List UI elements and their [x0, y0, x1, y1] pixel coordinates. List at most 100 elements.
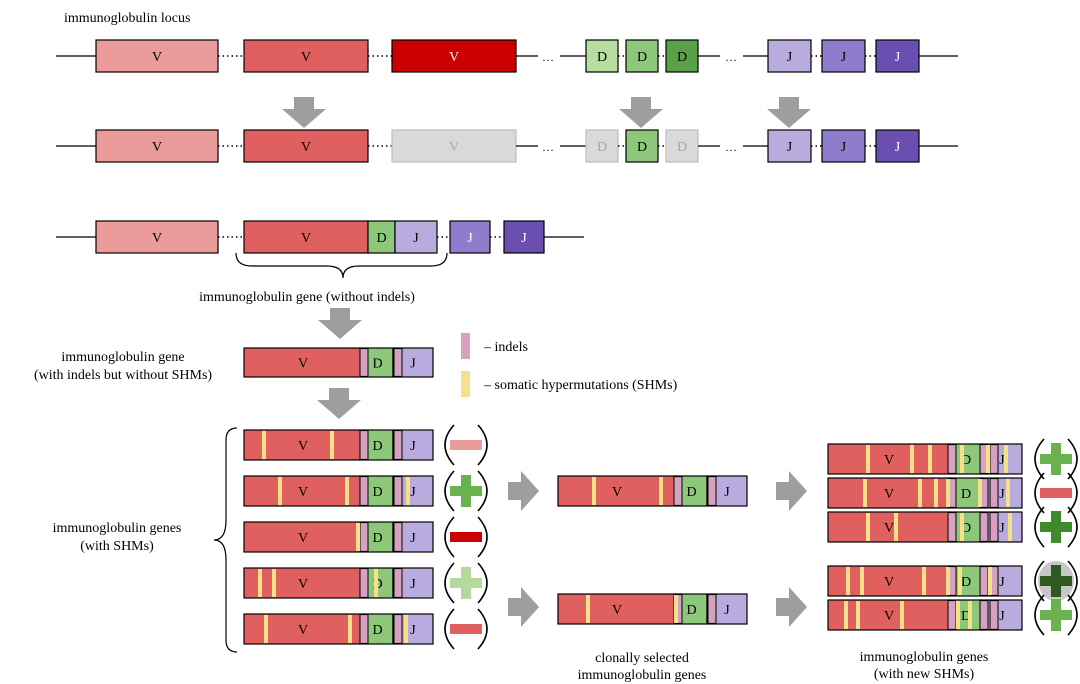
shm-gene-3-v-label: V: [298, 531, 308, 546]
d-segment-1: [585, 39, 619, 73]
d-segment-1-label: D: [597, 50, 607, 65]
shm-gene-2-d-label: D: [372, 485, 382, 500]
row2-d-segment-2-label: D: [637, 140, 647, 155]
row2-j-segment-2-label: J: [841, 140, 847, 155]
new-affinity-5-plus-icon: [1040, 599, 1072, 631]
row2-j-segment-1-label: J: [787, 140, 793, 155]
label-clonal-l2: immunoglobulin genes: [578, 668, 707, 683]
new-affinity-5-paren-left: [1034, 594, 1045, 636]
new-shm-gene-3-indel-2: [989, 512, 999, 542]
new-shm-gene-5-v-label: V: [884, 609, 894, 624]
new-shm-gene-2-v: [827, 477, 951, 509]
new-shm-gene-1-shm-4: [986, 445, 990, 473]
d-segment-2-label: D: [637, 50, 647, 65]
shm-gene-1-v-label: V: [298, 439, 308, 454]
affinity-1-paren-right: [477, 424, 488, 466]
new-shm-gene-3-shm-3: [1008, 513, 1012, 541]
affinity-3-paren-right: [477, 516, 488, 558]
new-shm-gene-2-v-label: V: [884, 487, 894, 502]
clonal-gene-1-v: [557, 475, 677, 507]
shm-gene-4-v-label: V: [298, 577, 308, 592]
shm-gene-4-indel-1: [393, 568, 403, 598]
shm-gene-3-indel-0: [359, 522, 369, 552]
row2-d-segment-1-inactive: [585, 129, 619, 163]
new-affinity-2-minus-icon: [1040, 488, 1072, 498]
clonal-gene-1-shm-1: [659, 477, 663, 505]
shm-gene-5-shm-1: [348, 615, 352, 643]
brace-gene-without-indels: [235, 252, 448, 279]
affinity-3-paren-left: [444, 516, 455, 558]
new-affinity-5-paren-right: [1067, 594, 1078, 636]
clonal-gene-2-shm-1: [674, 595, 678, 623]
new-shm-gene-3-v-label: V: [884, 521, 894, 536]
new-shm-gene-1-j-label: J: [999, 453, 1005, 468]
row3-j-segment-1: [394, 220, 438, 254]
legend-indel-swatch: [461, 333, 470, 359]
shm-gene-2-shm-2: [406, 477, 410, 505]
affinity-5-minus-icon: [450, 624, 482, 634]
j-segment-2-label: J: [841, 50, 847, 65]
row3-j-segment-3: [503, 220, 545, 254]
arrow-down-to-shms: [317, 388, 361, 419]
new-shm-gene-3-indel-1: [979, 512, 989, 542]
clonal-gene-1-j-label: J: [724, 485, 730, 500]
clonal-gene-1-indel-0: [673, 476, 683, 506]
clonal-gene-2-shm-0: [586, 595, 590, 623]
d-segment-3-label: D: [677, 50, 687, 65]
shm-gene-3-d-label: D: [372, 531, 382, 546]
affinity-4-paren-left: [444, 562, 455, 604]
new-shm-gene-4-shm-3: [946, 567, 950, 595]
clonal-gene-2-d-label: D: [686, 603, 696, 618]
new-shm-gene-1-shm-5: [1004, 445, 1008, 473]
new-shm-gene-5-shm-4: [968, 601, 972, 629]
new-shm-gene-5-indel-2: [989, 600, 999, 630]
clonal-gene-1-d-label: D: [686, 485, 696, 500]
shm-gene-4-shm-2: [374, 569, 378, 597]
shm-gene-1-d-label: D: [372, 439, 382, 454]
new-shm-gene-1-shm-2: [928, 445, 932, 473]
new-shm-gene-4-indel-1: [979, 566, 989, 596]
row2-v-segment-2-label: V: [301, 140, 311, 155]
row2-d-segment-1-inactive-label: D: [597, 140, 607, 155]
v-segment-3-label: V: [449, 50, 459, 65]
shm-gene-4-shm-1: [272, 569, 276, 597]
label-new-shms-l2: (with new SHMs): [874, 667, 975, 682]
locus-dots-2: …: [725, 50, 737, 64]
affinity-2-paren-left: [444, 470, 455, 512]
new-shm-gene-5-v: [827, 599, 951, 631]
new-shm-gene-2-indel-2: [989, 478, 999, 508]
v-segment-3: [391, 39, 517, 73]
row2-v-segment-1: [95, 129, 219, 163]
arrow-right-clonal-1: [508, 471, 539, 511]
new-shm-gene-4-shm-0: [846, 567, 850, 595]
row3-v-segment-2-label: V: [301, 231, 311, 246]
new-shm-gene-3-v: [827, 511, 951, 543]
arrow-down-v: [282, 97, 326, 128]
shm-gene-2-v-label: V: [298, 485, 308, 500]
new-shm-gene-1-shm-1: [910, 445, 914, 473]
new-shm-gene-1-indel-0: [947, 444, 957, 474]
new-shm-gene-2-d-label: D: [961, 487, 971, 502]
j-segment-1: [767, 39, 812, 73]
new-shm-gene-2-shm-4: [978, 479, 982, 507]
new-shm-gene-2-shm-2: [934, 479, 938, 507]
affinity-2-plus-icon: [450, 475, 482, 507]
arrow-right-new-2: [776, 587, 807, 627]
new-shm-gene-3-shm-0: [866, 513, 870, 541]
gene-with-indels-indel-1: [393, 348, 403, 377]
legend-shm-swatch: [461, 371, 470, 397]
label-gene-without-indels: immunoglobulin gene (without indels): [199, 290, 415, 305]
shm-gene-5-indel-1: [393, 614, 403, 644]
new-shm-gene-5-d-label: D: [961, 609, 971, 624]
new-shm-gene-5-shm-1: [856, 601, 860, 629]
new-shm-gene-1-shm-3: [960, 445, 964, 473]
shm-gene-3-shm-0: [356, 523, 360, 551]
new-shm-gene-4-d-label: D: [961, 575, 971, 590]
row2-v-segment-3-inactive-label: V: [449, 140, 459, 155]
new-shm-gene-5-shm-0: [844, 601, 848, 629]
shm-gene-5-d-label: D: [372, 623, 382, 638]
new-shm-gene-3-shm-2: [960, 513, 964, 541]
row2-j-segment-3: [875, 129, 920, 163]
shm-gene-2-indel-1: [393, 476, 403, 506]
affinity-1-minus-icon: [450, 440, 482, 450]
